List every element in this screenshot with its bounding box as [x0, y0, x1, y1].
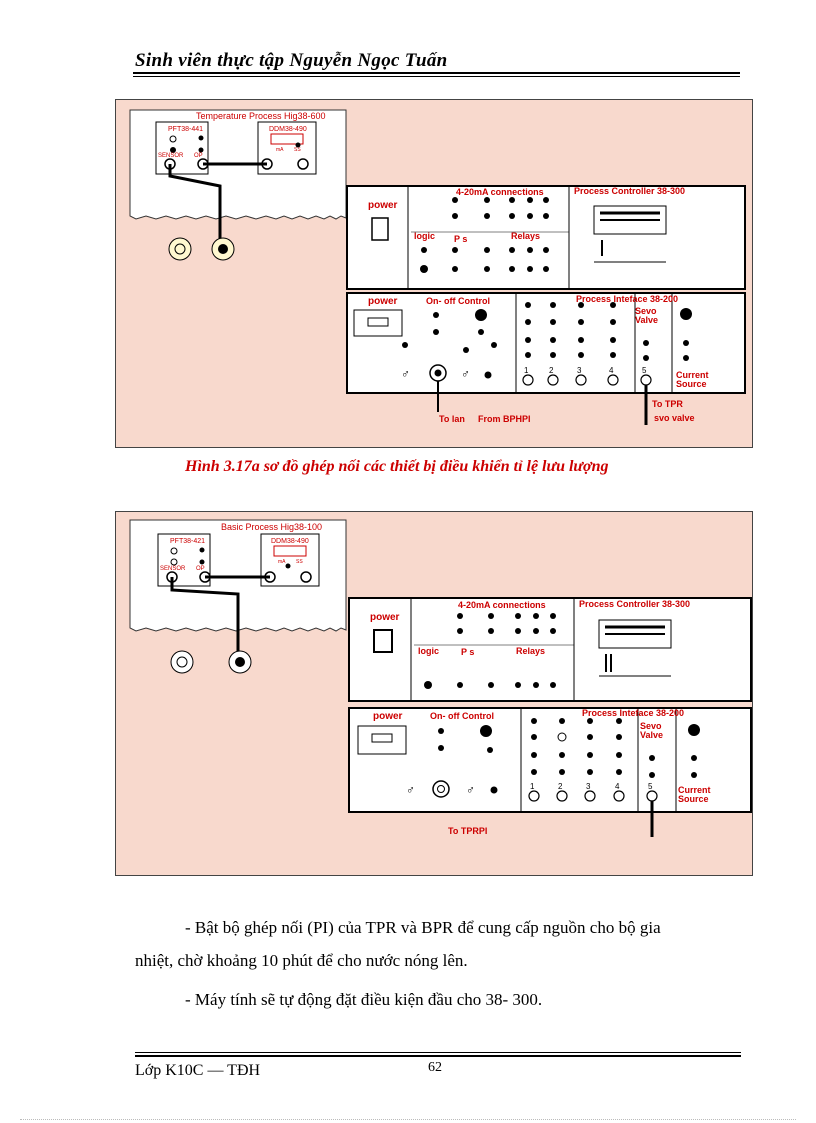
power2-label: power: [368, 296, 398, 307]
port-5-2: 5: [648, 782, 653, 791]
page-bottom-dotted-line: [20, 1119, 796, 1120]
diagram-1-svg: Temperature Process Hig38-600 PFT38-441 …: [129, 109, 746, 425]
sevo-valve-label: svo valve: [654, 413, 695, 423]
ss-label: SS: [294, 147, 301, 153]
page-header-title: Sinh viên thực tập Nguyễn Ngọc Tuấn: [135, 50, 448, 71]
page-number: 62: [428, 1060, 442, 1075]
source-label: Source: [676, 379, 707, 389]
port-3: 3: [577, 366, 582, 375]
port-2: 2: [549, 366, 554, 375]
port-1-2: 1: [530, 782, 535, 791]
port-1: 1: [524, 366, 529, 375]
probe-icon-3: ♂: [406, 783, 415, 797]
relays-label-2: Relays: [516, 646, 545, 656]
valve-label: Valve: [635, 315, 658, 325]
to-tpr-label: To TPR: [652, 399, 683, 409]
process-interface-label-2: Process Inteface 38-200: [582, 708, 684, 718]
from-bphpi-label: From BPHPI: [478, 414, 531, 424]
sensor-label: SENSOR: [158, 153, 184, 159]
op-label: OP: [194, 153, 203, 159]
port-2-2: 2: [558, 782, 563, 791]
source-label-2: Source: [678, 794, 709, 804]
ddm-label-2: DDM38-490: [271, 538, 309, 545]
connections-label: 4-20mA connections: [456, 187, 544, 197]
paragraph-2: - Máy tính sẽ tự động đặt điều kiện đầu …: [185, 990, 543, 1009]
sensor-label-2: SENSOR: [160, 566, 186, 572]
onoff-label: On- off Control: [426, 296, 490, 306]
footer-class: Lớp K10C — TĐH: [135, 1062, 261, 1079]
port-5: 5: [642, 366, 647, 375]
probe-icon: ♂: [401, 367, 410, 381]
process-controller-label-2: Process Controller 38-300: [579, 599, 690, 609]
onoff-label-2: On- off Control: [430, 711, 494, 721]
ddm-label: DDM38-490: [269, 126, 307, 133]
process-controller-label: Process Controller 38-300: [574, 186, 685, 196]
connections-label-2: 4-20mA connections: [458, 600, 546, 610]
connection-diagram-1: Temperature Process Hig38-600 PFT38-441 …: [115, 99, 753, 448]
module-title-2: Basic Process Hig38-100: [221, 522, 322, 532]
process-interface-label: Process Inteface 38-200: [576, 294, 678, 304]
port-4-2: 4: [615, 782, 620, 791]
paragraph-1-line-2: nhiệt, chờ khoảng 10 phút để cho nước nó…: [135, 951, 468, 970]
sevo-label-2: Sevo: [640, 721, 662, 731]
sevo-label: Sevo: [635, 306, 657, 316]
ss-label-2: SS: [296, 559, 303, 565]
ma-label: mA: [276, 147, 284, 153]
port-4: 4: [609, 366, 614, 375]
paragraph-1-line-1: - Bật bộ ghép nối (PI) của TPR và BPR để…: [185, 918, 661, 937]
power-label: power: [368, 200, 398, 211]
logic-label-2: logic: [418, 646, 439, 656]
figure-caption: Hình 3.17a sơ đồ ghép nối các thiết bị đ…: [185, 458, 609, 475]
header-rule-thin: [133, 76, 740, 77]
to-tprpi-label: To TPRPI: [448, 826, 487, 836]
port-3-2: 3: [586, 782, 591, 791]
module-title: Temperature Process Hig38-600: [196, 111, 326, 121]
op-label-2: OP: [196, 566, 205, 572]
footer-rule: [135, 1055, 741, 1057]
power2-label-2: power: [373, 711, 403, 722]
logic-label: logic: [414, 231, 435, 241]
current-label: Current: [676, 370, 709, 380]
diagram-2-svg: Basic Process Hig38-100 PFT38-421 SENSOR…: [129, 519, 752, 837]
connection-diagram-2: Basic Process Hig38-100 PFT38-421 SENSOR…: [115, 511, 753, 876]
ps-label-2: P s: [461, 647, 474, 657]
ps-label: P s: [454, 234, 467, 244]
current-label-2: Current: [678, 785, 711, 795]
pft-label-2: PFT38-421: [170, 538, 205, 545]
probe-icon-4: ♂: [466, 783, 475, 797]
probe-icon-2: ♂: [461, 367, 470, 381]
footer-rule-thin: [135, 1052, 741, 1053]
pft-label: PFT38-441: [168, 126, 203, 133]
ma-label-2: mA: [278, 559, 286, 565]
valve-label-2: Valve: [640, 730, 663, 740]
relays-label: Relays: [511, 231, 540, 241]
power-label-2: power: [370, 612, 400, 623]
header-rule: [133, 72, 740, 74]
to-lan-label: To lan: [439, 414, 465, 424]
